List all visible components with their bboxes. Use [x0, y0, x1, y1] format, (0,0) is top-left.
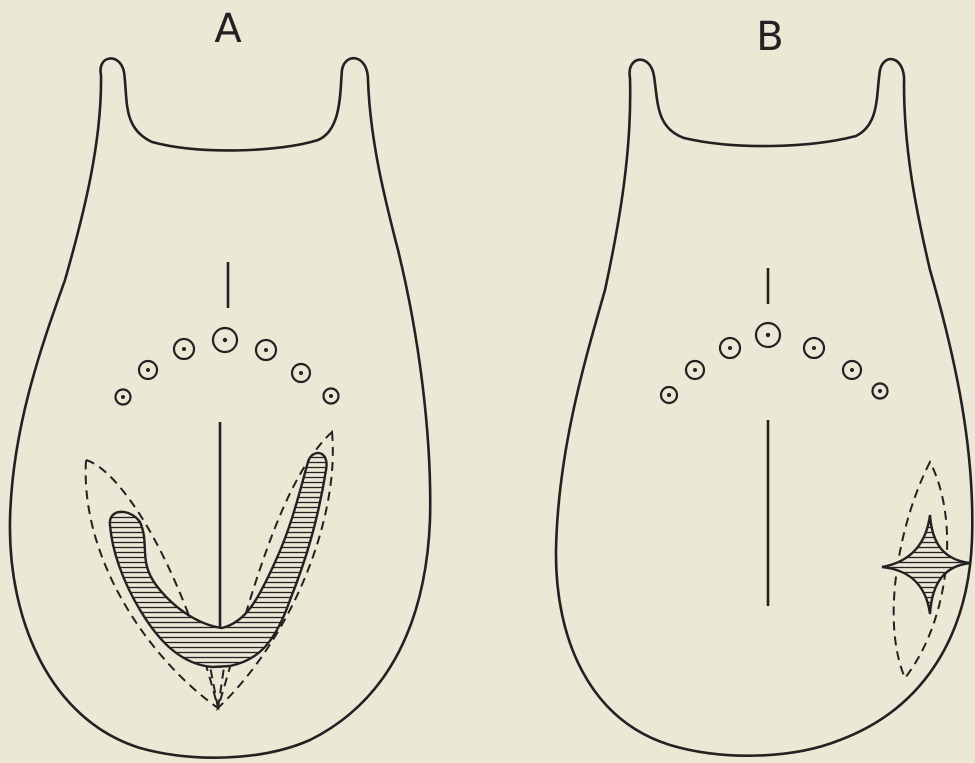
pore	[213, 328, 237, 352]
panel-a: A	[10, 6, 430, 758]
pore	[843, 361, 861, 379]
pore	[720, 338, 740, 358]
panel-b-pore-arc	[661, 323, 888, 403]
panel-a-pore-arc	[116, 328, 339, 405]
panel-b-specimen-outline	[556, 59, 972, 756]
pore	[324, 389, 339, 404]
pore	[292, 364, 310, 382]
pore	[756, 323, 780, 347]
pore	[116, 390, 131, 405]
panel-b-label: B	[756, 14, 783, 60]
pore	[873, 384, 888, 399]
pore	[804, 338, 824, 358]
pore	[256, 340, 276, 360]
pore	[686, 361, 704, 379]
pore	[174, 339, 194, 359]
pore	[661, 387, 677, 403]
panel-b-hatched-star	[882, 515, 970, 614]
panel-a-label: A	[214, 6, 242, 52]
pore	[139, 361, 157, 379]
panel-b: B	[556, 14, 972, 756]
